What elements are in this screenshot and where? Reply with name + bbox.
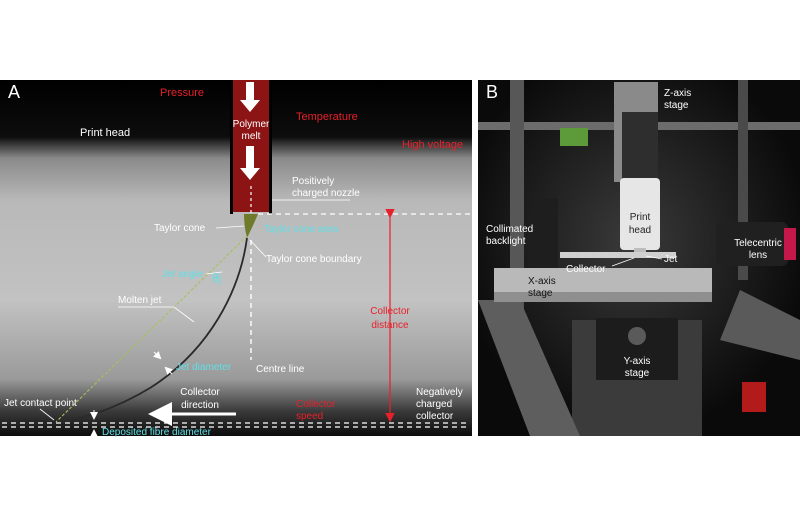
collector-label-b: Collector: [566, 264, 606, 275]
collector-speed-line1: Collector: [296, 399, 336, 410]
polymer-melt-label-line2: melt: [242, 131, 261, 142]
taylor-cone-boundary-leader: [249, 239, 267, 258]
z-axis-stage-label-line1: Z-axis: [664, 88, 691, 99]
z-axis-stage-label-line2: stage: [664, 100, 689, 111]
pressure-label: Pressure: [160, 87, 204, 99]
negatively-charged-collector-line1: Negatively: [416, 387, 463, 398]
taylor-cone-label: Taylor cone: [154, 223, 206, 234]
nozzle-wall-right: [269, 80, 272, 214]
panel-b: B Z-axis stage Collimated backlight Prin…: [478, 80, 800, 436]
x-axis-stage-label-line1: X-axis: [528, 276, 556, 287]
y-axis-stage-label-line1: Y-axis: [624, 356, 651, 367]
print-head-body: [620, 178, 660, 250]
panel-a-letter: A: [8, 82, 20, 102]
frame-diagonal-left: [478, 300, 580, 436]
high-voltage-label: High voltage: [402, 139, 463, 151]
telecentric-lens: [716, 222, 788, 266]
frame-diagonal-right: [720, 290, 800, 360]
taylor-cone-leader: [215, 225, 245, 229]
collector-speed-line2: speed: [296, 411, 323, 422]
collimated-backlight: [532, 198, 558, 268]
frame-rail-right: [738, 80, 748, 280]
centre-line-label: Centre line: [256, 364, 305, 375]
jet-diameter-arrow-icon: [152, 350, 162, 360]
nozzle-wall-left: [230, 80, 233, 214]
molten-jet-leader: [118, 306, 195, 323]
y-axis-knob: [628, 327, 646, 345]
print-head-label: Print head: [80, 127, 130, 139]
telecentric-lens-label-line1: Telecentric: [734, 238, 782, 249]
positively-charged-nozzle-line1: Positively: [292, 176, 334, 187]
y-axis-stage-label-line2: stage: [625, 368, 650, 379]
negatively-charged-collector-line2: charged: [416, 399, 452, 410]
x-axis-stage-front: [494, 292, 712, 302]
jet-diameter-arrow-icon-lower: [164, 366, 174, 376]
temperature-label: Temperature: [296, 111, 358, 123]
panel-a: A Pressure Temperature High voltage Prin…: [0, 80, 472, 438]
collector-direction-line2: direction: [181, 400, 219, 411]
collimated-backlight-label-line1: Collimated: [486, 224, 533, 235]
deposited-fibre-diameter-label: Deposited fibre diameter: [102, 427, 212, 438]
negatively-charged-collector-line3: collector: [416, 411, 454, 422]
telecentric-lens-label-line2: lens: [749, 250, 767, 261]
collector-plate: [560, 252, 676, 258]
taylor-cone: [244, 214, 258, 238]
x-axis-stage-label-line2: stage: [528, 288, 553, 299]
jet-label-b: Jet: [664, 254, 678, 265]
green-module: [560, 128, 588, 146]
taylor-cone-area-label: Taylor cone area: [264, 224, 338, 235]
collector-distance-label-line2: distance: [371, 320, 409, 331]
jet-angle-label: Jet angle: [162, 269, 203, 280]
frame-rail-left: [510, 80, 524, 320]
jet-leader-b: [645, 255, 663, 260]
collector-leader-b: [611, 257, 635, 267]
collector-direction-line1: Collector: [180, 387, 220, 398]
positively-charged-nozzle-line2: charged nozzle: [292, 188, 360, 199]
taylor-cone-boundary-label: Taylor cone boundary: [266, 254, 362, 265]
collector-distance-label-line1: Collector: [370, 306, 410, 317]
molten-jet-label: Molten jet: [118, 295, 162, 306]
polymer-melt-label-line1: Polymer: [233, 119, 270, 130]
red-device: [742, 382, 766, 412]
pressure-arrow-icon-lower: [240, 146, 260, 180]
z-axis-carriage: [622, 112, 658, 184]
print-head-label-b-line1: Print: [630, 212, 651, 223]
panel-b-letter: B: [486, 82, 498, 102]
jet-angle-line: [55, 235, 248, 423]
collimated-backlight-label-line2: backlight: [486, 236, 526, 247]
jet-diameter-label: Jet diameter: [176, 362, 232, 373]
theta-symbol: θj: [212, 271, 221, 285]
pressure-arrow-icon: [240, 82, 260, 112]
jet-contact-point-leader: [39, 408, 55, 421]
jet-contact-point-label: Jet contact point: [4, 398, 77, 409]
telecentric-lens-ring: [784, 228, 796, 260]
print-head-label-b-line2: head: [629, 225, 651, 236]
jet-angle-leader: [205, 271, 223, 275]
